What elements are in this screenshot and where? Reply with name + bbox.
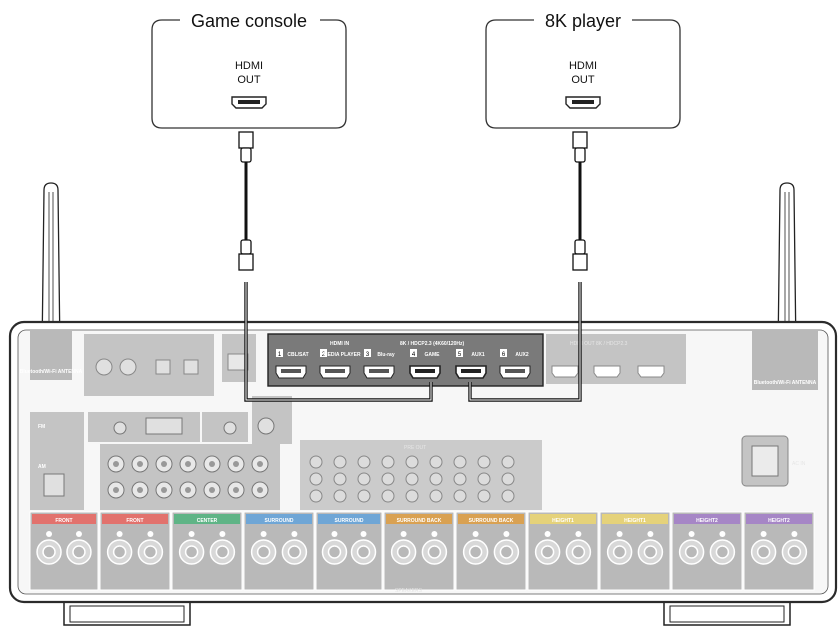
pre-out-jack [453,455,467,469]
hdmi-in-port-5: 5 AUX1 [455,349,487,379]
speaker-group-label: HEIGHT1 [552,518,574,524]
hdmi-in-subtitle: 8K / HDCP2.3 (4K60/120Hz) [400,341,465,347]
port-label-line2: OUT [237,74,261,86]
hdmi-in-panel: HDMI IN 8K / HDCP2.3 (4K60/120Hz) 1 CBL/S… [267,333,544,387]
antenna-left-icon [41,182,61,353]
speaker-group-label: SURROUND BACK [397,518,442,524]
pre-out-jack [429,455,443,469]
pre-out-jack [477,489,491,503]
pre-out-jack [429,489,443,503]
port-number: 1 [278,352,282,358]
speaker-terminal-group: HEIGHT2 [671,511,743,591]
pre-out-jack [477,472,491,486]
pre-out-jack [333,489,347,503]
hdmi-cable-8k-player [468,131,588,402]
port-number: 6 [502,352,506,358]
speaker-group-label: SURROUND [265,518,294,524]
speaker-terminal-group: FRONT [99,511,171,591]
port-number: 5 [458,352,462,358]
pre-out-jack [357,455,371,469]
fm-label: FM [38,424,45,430]
port-number: 3 [366,352,370,358]
device-8k-player: 8K player HDMI OUT [485,11,681,129]
pre-out-jack [333,472,347,486]
speaker-terminal-strip: FRONT FRONT CENTER SURROUND SURROUND SURROUND… [29,511,815,591]
speaker-group-label: SURROUND BACK [469,518,514,524]
port-label: CBL/SAT [287,352,308,358]
speaker-group-label: HEIGHT2 [696,518,718,524]
pre-out-jack [357,489,371,503]
hdmi-out-port-icon [565,96,601,109]
device-game-console: Game console HDMI OUT [151,11,347,129]
ac-in-socket: AC IN [741,435,806,487]
speaker-terminal-group: SURROUND BACK [383,511,455,591]
ac-in-label: AC IN [792,461,806,467]
pre-out-jack [501,489,515,503]
pre-out-jack [405,489,419,503]
hdmi-in-port-4: 4 GAME [409,349,441,379]
speaker-terminal-group: SURROUND [315,511,383,591]
hdmi-in-port-1: 1 CBL/SAT [275,349,309,379]
port-label: Blu-ray [377,352,394,358]
speaker-terminal-group: SURROUND BACK [455,511,527,591]
pre-out-jack [429,472,443,486]
speaker-group-label: FRONT [126,518,143,524]
antenna-label: Bluetooth/Wi-Fi ANTENNA [20,369,83,375]
port-label: AUX2 [515,352,529,358]
speakers-label: SPEAKERS [395,588,423,594]
pre-out-jack [501,472,515,486]
hdmi-out-port-icon [231,96,267,109]
pre-out-jack [477,455,491,469]
pre-out-jack [309,455,323,469]
port-label: AUX1 [471,352,485,358]
speaker-terminal-group: FRONT [29,511,99,591]
hdmi-in-port-6: 6 AUX2 [499,349,531,379]
pre-out-jack [381,489,395,503]
pre-out-jack [381,455,395,469]
speaker-group-label: CENTER [197,518,218,524]
device-name: Game console [191,11,307,31]
av-receiver: Bluetooth/Wi-Fi ANTENNA Bluetooth/Wi-Fi … [8,320,838,626]
pre-out-jack [501,455,515,469]
hdmi-cable-game-console [238,131,433,402]
hdmi-in-title: HDMI IN [330,341,350,347]
pre-out-jack [453,472,467,486]
speaker-terminal-group: HEIGHT1 [527,511,599,591]
port-label-line2: OUT [571,74,595,86]
pre-out-jack [333,455,347,469]
pre-out-jack [381,472,395,486]
hdmi-in-port-3: 3 Blu-ray [363,349,395,379]
speaker-terminal-group: CENTER [171,511,243,591]
pre-out-jack [405,455,419,469]
speaker-group-label: HEIGHT2 [768,518,790,524]
port-number: 2 [322,352,326,358]
speaker-terminal-group: SURROUND [243,511,315,591]
pre-out-jack [453,489,467,503]
am-label: AM [38,464,46,470]
speaker-terminal-group: HEIGHT1 [599,511,671,591]
port-label-line1: HDMI [569,60,597,72]
pre-out-jack [309,489,323,503]
hdmi-out-label: HDMI OUT 8K / HDCP2.3 [570,341,628,347]
antenna-right-icon [777,182,797,353]
pre-out-jack [309,472,323,486]
pre-out-jack [357,472,371,486]
speaker-group-label: SURROUND [335,518,364,524]
port-number: 4 [412,352,416,358]
speaker-group-label: FRONT [55,518,72,524]
pre-out-jack [405,472,419,486]
port-label: MEDIA PLAYER [323,352,361,358]
pre-out-label: PRE OUT [404,445,426,451]
device-name: 8K player [545,11,621,31]
speaker-terminal-group: HEIGHT2 [743,511,815,591]
antenna-label: Bluetooth/Wi-Fi ANTENNA [754,380,817,386]
port-label: GAME [425,352,441,358]
speaker-group-label: HEIGHT1 [624,518,646,524]
port-label-line1: HDMI [235,60,263,72]
